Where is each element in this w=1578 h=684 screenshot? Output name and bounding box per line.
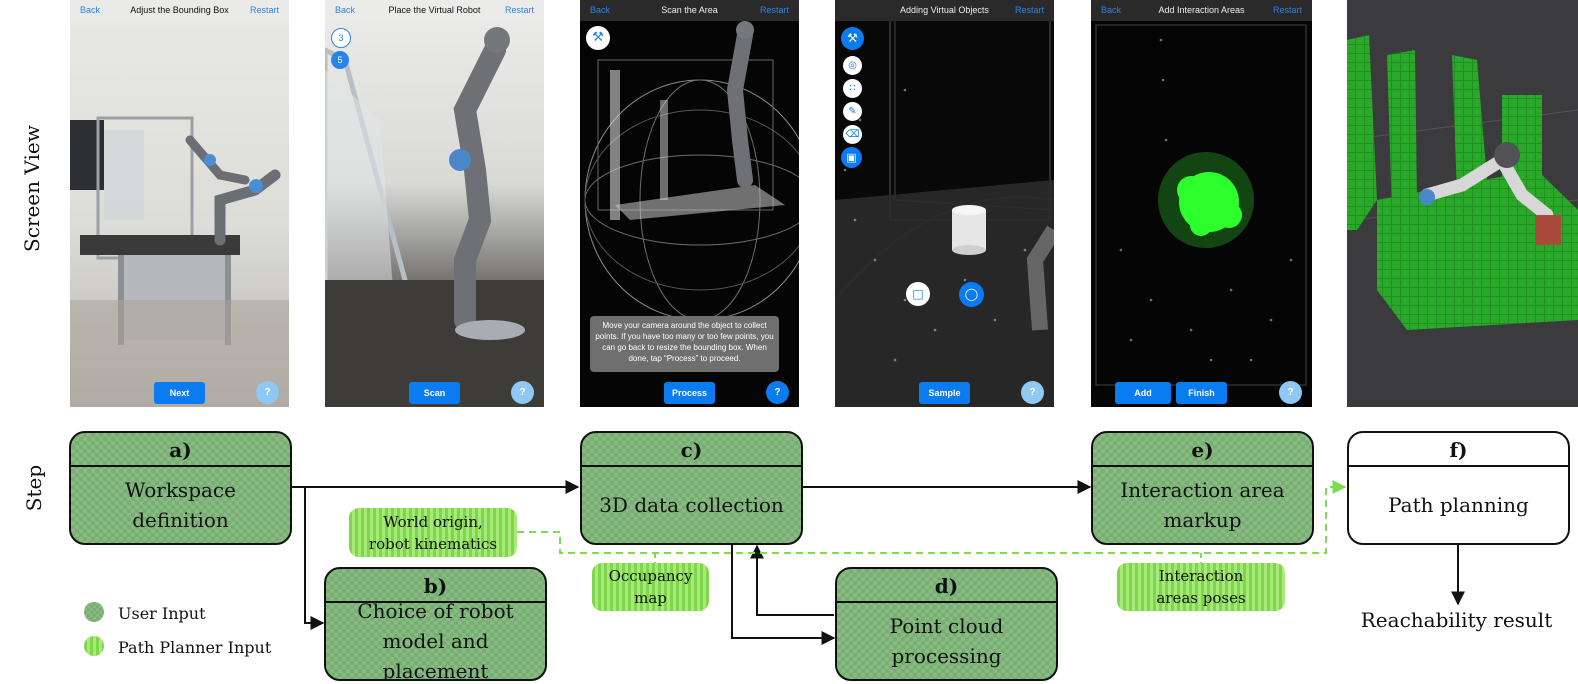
restart-link[interactable]: Restart [504,5,534,15]
mode-3-label: 3 [338,33,344,43]
mode-5-label: 5 [337,55,343,65]
step-label: Path planning [1388,493,1529,517]
sample-button[interactable]: Sample [919,382,970,404]
help-button[interactable]: ? [511,381,534,404]
step-letter: b) [326,569,545,603]
restart-link[interactable]: Restart [1272,5,1302,15]
step-label: Choice of robot model and placement [357,599,514,681]
step-letter: f) [1349,433,1568,467]
hammer-icon[interactable]: ⚒ [586,26,610,50]
process-button[interactable]: Process [664,382,715,404]
add-cylinder-icon[interactable]: ◯ [959,282,984,307]
top-bar: Back Adjust the Bounding Box Restart [70,0,289,21]
step-letter: a) [71,433,290,467]
finish-button[interactable]: Finish [1176,382,1227,404]
step-c-3d-data-collection: c) 3D data collection [580,431,803,545]
add-button[interactable]: Add [1115,382,1171,404]
screen-view-6 [1347,0,1578,407]
help-button[interactable]: ? [1021,381,1044,404]
step-a-workspace-definition: a) Workspace definition [69,431,292,545]
mode-5-icon[interactable]: 5 [331,51,349,69]
screen-view-5: Back Add Interaction Areas Restart Add F… [1091,0,1312,407]
step-d-point-cloud-processing: d) Point cloud processing [835,567,1058,681]
back-link[interactable]: Back [335,5,356,15]
top-bar: Back Place the Virtual Robot Restart [325,0,544,21]
hammer-icon[interactable]: ⚒ [841,27,864,50]
scan-instructions: Move your camera around the object to co… [590,316,779,372]
restart-link[interactable]: Restart [249,5,279,15]
arrow-d-to-c [750,544,834,616]
add-cube-icon[interactable]: □ [906,282,930,306]
restart-link[interactable]: Restart [759,5,789,15]
restart-link[interactable]: Restart [1014,5,1044,15]
help-button[interactable]: ? [256,381,279,404]
points-icon[interactable]: ∷ [843,79,862,98]
screen-view-3: Back Scan the Area Restart ⚒ Move your c… [580,0,799,407]
next-button[interactable]: Next [154,382,205,404]
voxel-map-illustration [1347,35,1578,330]
step-label: 3D data collection [599,493,784,517]
eraser-icon[interactable]: ⌫ [843,125,862,144]
screen-title: Place the Virtual Robot [388,5,481,15]
screen-view-4: Adding Virtual Objects Restart ⚒ ◎ ∷ ✎ ⌫… [835,0,1054,407]
screen-title: Adding Virtual Objects [900,5,989,15]
back-link[interactable]: Back [1101,5,1122,15]
scan-pointcloud-illustration [584,21,799,321]
top-bar: Adding Virtual Objects Restart [835,0,1054,21]
step-letter: d) [837,569,1056,603]
step-letter: c) [582,433,801,467]
mode-3-icon[interactable]: 3 [331,28,351,48]
legend-planner-input: Path Planner Input [118,638,272,657]
screen-title: Add Interaction Areas [1158,5,1245,15]
brush-icon[interactable]: ✎ [843,102,862,121]
arrow-c-to-d [731,543,836,645]
pill-occupancy-map: Occupancy map [592,563,709,611]
interaction-area-illustration [1095,24,1307,386]
cube-icon[interactable]: ▣ [841,147,862,168]
legend-planner-input-swatch [84,636,104,656]
back-link[interactable]: Back [80,5,101,15]
step-label: Point cloud processing [889,614,1004,668]
legend-user-input: User Input [118,604,206,623]
screen-view-2: Back Place the Virtual Robot Restart 3 5… [325,0,544,407]
legend-user-input-swatch [84,602,104,622]
step-label: Interaction area markup [1120,478,1285,532]
help-button[interactable]: ? [1279,381,1302,404]
step-f-path-planning: f) Path planning [1347,431,1570,545]
dashed-planner-input-line [517,480,1347,554]
step-e-interaction-area-markup: e) Interaction area markup [1091,431,1314,545]
arrow-a-to-b [304,487,325,630]
scan-button[interactable]: Scan [409,382,460,404]
pill-world-origin-kinematics: World origin, robot kinematics [349,508,517,557]
step-letter: e) [1093,433,1312,467]
screen-title: Scan the Area [661,5,718,15]
step-b-robot-choice: b) Choice of robot model and placement [324,567,547,681]
screen-view-1: Back Adjust the Bounding Box Restart Nex… [70,0,289,407]
top-bar: Back Add Interaction Areas Restart [1091,0,1312,21]
pill-interaction-area-poses: Interaction areas poses [1117,563,1285,611]
target-icon[interactable]: ◎ [843,56,862,75]
help-button[interactable]: ? [766,381,789,404]
reachability-result: Reachability result [1360,608,1553,632]
top-bar: Back Scan the Area Restart [580,0,799,21]
back-link[interactable]: Back [590,5,611,15]
step-label: Workspace definition [125,478,236,532]
screen-title: Adjust the Bounding Box [130,5,229,15]
virtual-objects-illustration [835,19,1054,407]
